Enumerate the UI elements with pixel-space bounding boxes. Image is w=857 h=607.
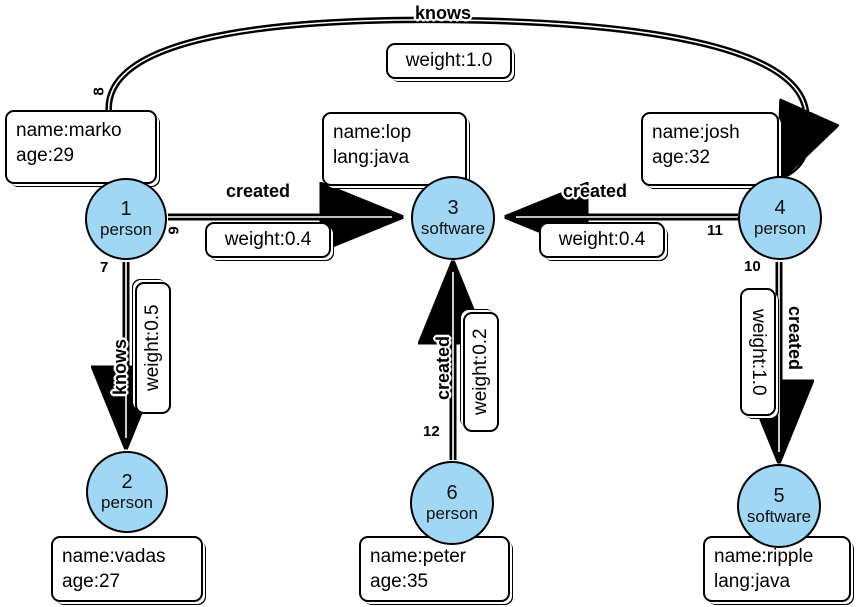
props-line-1: name:lop: [333, 122, 412, 143]
edge-label-10-created: created: [785, 306, 805, 371]
vertex-id: 6: [446, 482, 458, 504]
props-line-1: name:vadas: [62, 546, 166, 567]
vertex-1-person[interactable]: 1 person: [85, 178, 167, 260]
vertex-4-person[interactable]: 4 person: [738, 176, 822, 260]
props-line-2: age:29: [16, 145, 75, 166]
props-box-vadas: name:vadas age:27: [51, 536, 203, 602]
props-box-josh: name:josh age:32: [641, 112, 779, 186]
vertex-label: person: [101, 493, 153, 512]
props-line-2: lang:java: [714, 571, 791, 592]
weight-pill-edge-11: weight:0.4: [539, 222, 665, 258]
vertex-id: 3: [447, 197, 459, 219]
edge-label-8-knows: knows: [415, 3, 472, 23]
vertex-label: person: [426, 504, 478, 523]
edge-id-10: 10: [744, 258, 761, 275]
weight-pill-edge-8: weight:1.0: [386, 43, 512, 79]
edge-id-11: 11: [707, 222, 723, 239]
props-line-1: name:marko: [16, 120, 122, 141]
edge-id-9: 9: [165, 226, 183, 235]
edge-id-12: 12: [423, 423, 440, 440]
vertex-label: person: [100, 220, 152, 239]
props-box-lop: name:lop lang:java: [322, 112, 467, 186]
edge-label-11-created: created: [563, 181, 628, 201]
weight-pill-edge-12: weight:0.2: [463, 312, 499, 432]
vertex-3-software[interactable]: 3 software: [411, 176, 495, 260]
props-line-2: age:35: [370, 571, 429, 592]
edge-label-9-created: created: [226, 181, 291, 201]
props-box-peter: name:peter age:35: [359, 536, 510, 602]
props-box-marko: name:marko age:29: [5, 110, 157, 184]
vertex-id: 4: [774, 197, 786, 219]
props-line-2: age:27: [62, 571, 121, 592]
edge-8-knows: [105, 16, 808, 178]
weight-pill-edge-7: weight:0.5: [135, 282, 171, 414]
edge-id-7: 7: [100, 259, 109, 276]
edge-label-7-knows: knows: [110, 338, 130, 395]
props-line-1: name:peter: [370, 546, 467, 567]
weight-pill-edge-9: weight:0.4: [205, 222, 331, 258]
vertex-label: software: [420, 219, 486, 238]
edge-id-8: 8: [90, 87, 108, 96]
vertex-5-software[interactable]: 5 software: [737, 464, 821, 548]
props-line-2: age:32: [652, 147, 711, 168]
vertex-id: 5: [773, 485, 785, 507]
vertex-id: 2: [121, 471, 133, 493]
edge-label-12-created: created: [433, 335, 453, 400]
vertex-label: person: [754, 219, 806, 238]
weight-pill-edge-10: weight:1.0: [740, 288, 776, 416]
vertex-6-person[interactable]: 6 person: [410, 461, 494, 545]
vertex-2-person[interactable]: 2 person: [86, 451, 168, 533]
props-line-1: name:josh: [652, 122, 740, 143]
vertex-label: software: [746, 507, 812, 526]
vertex-id: 1: [120, 198, 132, 220]
props-line-2: lang:java: [333, 147, 410, 168]
